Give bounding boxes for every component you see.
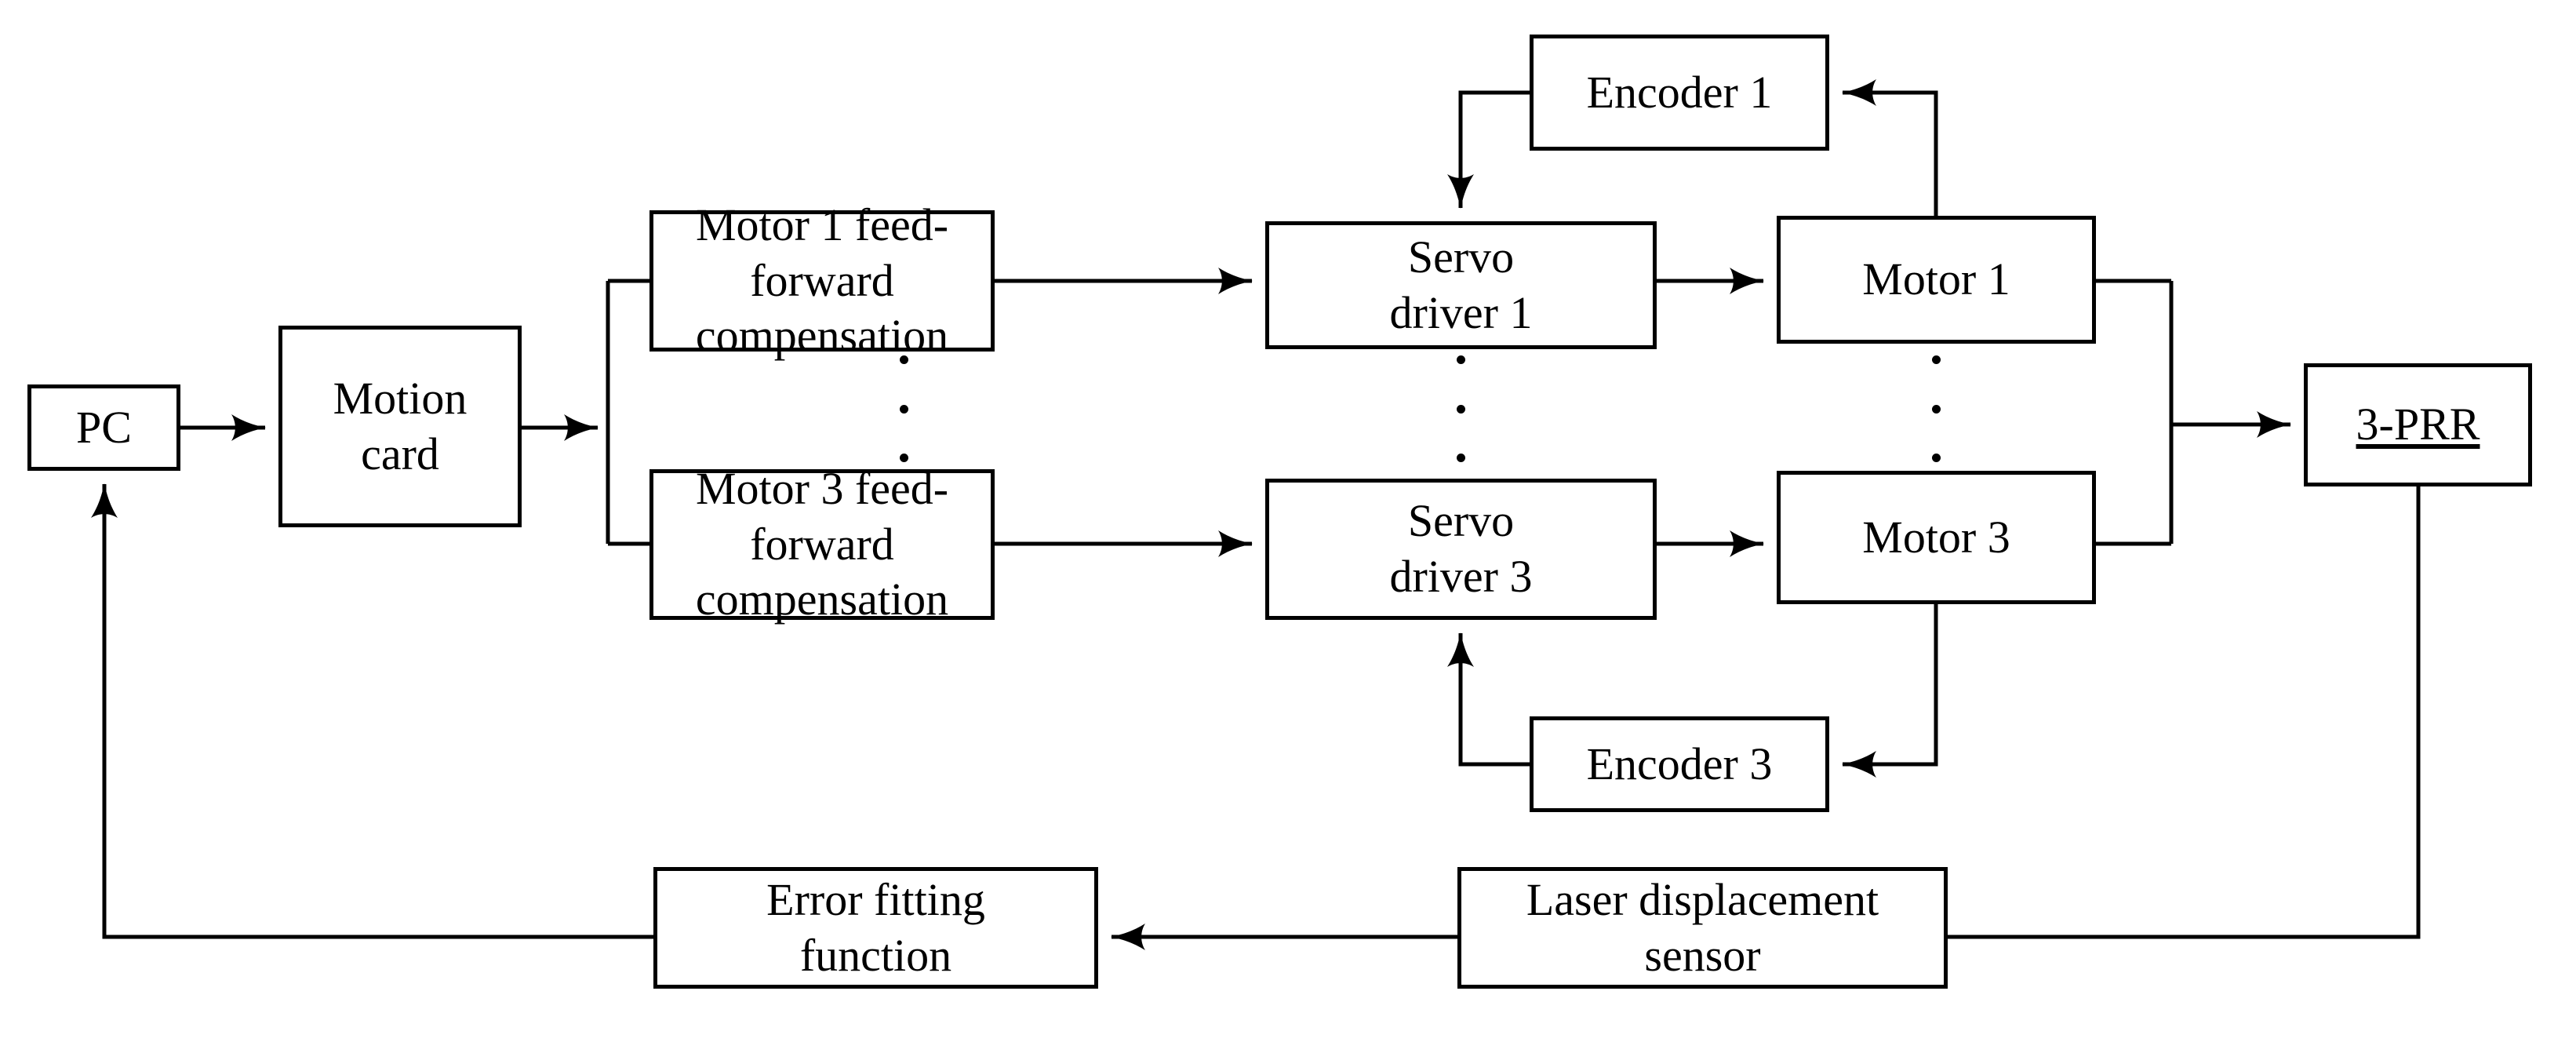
ellipsis-dot xyxy=(900,355,908,364)
node-motion-card[interactable]: Motion card xyxy=(278,326,522,527)
node-motor3-feedforward-compensation-label: Motor 3 feed-forward compensation xyxy=(695,462,949,625)
node-error-fitting-function[interactable]: Error fitting function xyxy=(653,867,1098,989)
wire-encoder3-to-servo3 xyxy=(1447,632,1530,767)
wire-error-fitting-to-pc xyxy=(91,483,653,939)
ellipsis-dot xyxy=(1457,404,1465,414)
node-encoder-3[interactable]: Encoder 3 xyxy=(1530,716,1829,812)
node-servo-driver-3-label: Servo driver 3 xyxy=(1389,495,1533,602)
node-motor3-feedforward-compensation[interactable]: Motor 3 feed-forward compensation xyxy=(649,463,995,625)
node-pc-label: PC xyxy=(76,401,132,453)
ellipsis-dot xyxy=(1457,355,1465,364)
ellipsis-dot xyxy=(900,404,908,414)
node-motor-1-label: Motor 1 xyxy=(1862,253,2010,305)
node-laser-displacement-sensor[interactable]: Laser displacement sensor xyxy=(1457,867,1948,989)
node-servo-driver-1-label: Servo driver 1 xyxy=(1389,231,1533,338)
node-motor1-feedforward-compensation[interactable]: Motor 1 feed-forward compensation xyxy=(649,199,995,361)
node-servo-driver-1[interactable]: Servo driver 1 xyxy=(1265,221,1657,349)
node-servo-driver-3[interactable]: Servo driver 3 xyxy=(1265,479,1657,620)
node-3prr-mechanism-label: 3-PRR xyxy=(2356,399,2480,450)
node-error-fitting-function-label: Error fitting function xyxy=(766,873,985,981)
vertical-ellipsis-compensation xyxy=(900,355,908,462)
node-motor-3[interactable]: Motor 3 xyxy=(1777,471,2096,604)
wire-motor1-to-encoder1 xyxy=(1842,78,1938,216)
ellipsis-dot xyxy=(900,454,908,462)
node-motor-1[interactable]: Motor 1 xyxy=(1777,216,2096,344)
node-laser-displacement-sensor-label: Laser displacement sensor xyxy=(1526,873,1879,981)
node-encoder-1[interactable]: Encoder 1 xyxy=(1530,35,1829,151)
vertical-ellipsis-motor xyxy=(1932,355,1941,462)
node-pc[interactable]: PC xyxy=(27,384,180,471)
ellipsis-dot xyxy=(1932,454,1941,462)
vertical-ellipsis-servo-driver xyxy=(1457,355,1465,462)
node-encoder-1-label: Encoder 1 xyxy=(1586,66,1773,118)
node-motion-card-label: Motion card xyxy=(333,372,468,479)
ellipsis-dot xyxy=(1457,454,1465,462)
ellipsis-dot xyxy=(1932,355,1941,364)
node-motor-3-label: Motor 3 xyxy=(1862,511,2010,563)
ellipsis-dot xyxy=(1932,404,1941,414)
node-3prr-mechanism[interactable]: 3-PRR xyxy=(2304,363,2532,486)
node-motor1-feedforward-compensation-label: Motor 1 feed-forward compensation xyxy=(695,199,949,362)
wire-encoder1-to-servo1 xyxy=(1446,90,1530,209)
node-encoder-3-label: Encoder 3 xyxy=(1586,738,1773,789)
wire-motor3-to-encoder3 xyxy=(1842,604,1938,778)
